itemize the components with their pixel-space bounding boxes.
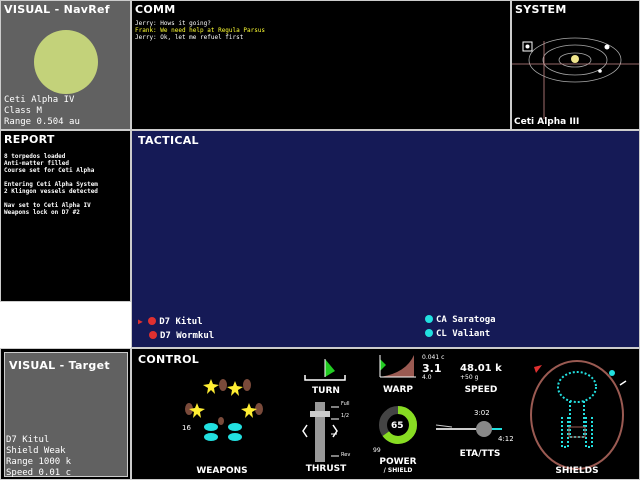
selected-planet-marker [522,41,533,52]
enemy-ship-name: D7 Kitul [159,317,203,327]
enemy-ship-entry[interactable]: ▶ D7 Kitul [138,317,203,327]
warp-min-value: 4.0 [422,374,432,381]
comm-line: Jerry: Ok, let me refuel first [135,34,244,41]
shields-label: SHIELDS [555,466,599,476]
comm-title: COMM [135,3,176,16]
eta-knob [476,421,492,437]
report-line [4,195,98,202]
control-panel: CONTROL 16 WEAPONS TURN [131,348,640,480]
target-speed: Speed 0.01 c [6,468,72,478]
turn-control[interactable] [301,357,351,387]
comm-line: Frank: We need help at Regula Parsus [135,27,266,34]
target-shield: Shield Weak [6,446,66,456]
shield-target-marker [609,370,615,376]
weapons-label: WEAPONS [196,466,248,476]
thrust-half-label: 1/2 [341,413,350,419]
ship-silhouette-icon [557,371,597,448]
power-gauge[interactable] [376,403,426,453]
report-line: Nav set to Ceti Alpha IV [4,202,91,209]
warp-top-value: 0.041 c [422,354,445,361]
enemy-dot-icon [149,331,157,339]
planet-marker [598,69,602,73]
thrust-handle [310,411,330,417]
planet-image [34,30,98,94]
warp-label: WARP [382,385,413,395]
system-map[interactable] [512,1,640,130]
eta-label: ETA/TTS [459,449,501,459]
power-sublabel: / SHIELD [383,467,413,474]
navref-range: Range 0.504 au [4,117,80,127]
turn-indicator-icon [325,359,335,377]
thrust-slider[interactable] [295,399,365,464]
report-panel: REPORT 8 torpedos loaded Anti-matter fil… [0,130,131,302]
control-title: CONTROL [138,353,200,366]
power-label: POWER [379,457,417,467]
system-panel[interactable]: SYSTEM Ceti Alpha III [511,0,640,130]
report-line: Anti-matter filled [4,160,70,167]
report-line: Weapons lock on D7 #2 [4,209,80,216]
navref-planet-name: Ceti Alpha IV [4,95,75,105]
report-line: 2 Klingon vessels detected [4,188,98,195]
comm-line: Jerry: Hows it going? [135,20,211,27]
system-title: SYSTEM [515,3,567,16]
weapons-control[interactable] [177,373,277,453]
speed-value: 48.01 k [460,363,502,374]
navref-planet-class: Class M [4,106,42,116]
enemy-ship-entry[interactable]: D7 Wormkul [149,331,214,341]
visual-target-panel: VISUAL - Target D7 Kitul Shield Weak Ran… [0,348,131,480]
shield-alert-icon [534,365,542,373]
report-title: REPORT [4,133,55,146]
weapons-count: 16 [182,424,191,432]
torpedo-tube-icon [204,423,242,441]
tactical-panel[interactable]: TACTICAL ▶ D7 Kitul D7 Wormkul CA Sarato… [131,130,640,348]
report-log: 8 torpedos loaded Anti-matter filled Cou… [4,153,98,216]
report-line [4,174,98,181]
phaser-bank-icon [185,379,263,415]
friendly-ship-entry[interactable]: CL Valiant [425,329,490,339]
enemy-dot-icon [148,317,157,325]
target-range: Range 1000 k [6,457,72,467]
speed-label: SPEED [464,385,498,395]
report-line: Entering Ceti Alpha System [4,181,98,188]
target-view [4,352,128,477]
star-icon [571,55,579,63]
comm-log: Jerry: Hows it going? Frank: We need hel… [135,20,265,41]
torpedo-star-icon [189,379,257,418]
thrust-full-label: Full [341,401,350,407]
friendly-ship-name: CL Valiant [436,329,491,339]
power-arc [379,406,417,444]
report-line: 8 torpedos loaded [4,153,66,160]
target-name: D7 Kitul [6,435,50,445]
shields-display[interactable] [522,357,632,477]
warp-gauge[interactable] [378,353,428,383]
visual-navref-panel: VISUAL - NavRef Ceti Alpha IV Class M Ra… [0,0,131,130]
power-reserve: 99 [373,447,381,454]
eta-slider[interactable] [432,415,512,445]
tactical-title: TACTICAL [138,134,199,147]
report-line: Course set for Ceti Alpha [4,167,95,174]
thrust-label: THRUST [305,464,347,474]
visual-target-title: VISUAL - Target [9,359,110,372]
tts-value: 4:12 [498,435,514,443]
selection-arrow-icon: ▶ [138,317,143,326]
enemy-ship-name: D7 Wormkul [160,331,215,341]
friendly-dot-icon [425,329,433,337]
planet-marker [604,44,610,50]
blank-panel [0,302,131,348]
speed-accel: +50 g [460,374,479,381]
visual-navref-title: VISUAL - NavRef [4,3,110,16]
friendly-ship-name: CA Saratoga [436,315,496,325]
comm-panel: COMM Jerry: Hows it going? Frank: We nee… [131,0,511,130]
thrust-rev-label: Rev [341,452,351,458]
friendly-dot-icon [425,315,433,323]
warp-value: 3.1 [422,362,442,375]
system-planet-name: Ceti Alpha III [514,117,580,127]
friendly-ship-entry[interactable]: CA Saratoga [425,315,496,325]
turn-label: TURN [312,386,340,396]
power-value: 65 [391,421,404,431]
eta-value: 3:02 [474,409,490,417]
